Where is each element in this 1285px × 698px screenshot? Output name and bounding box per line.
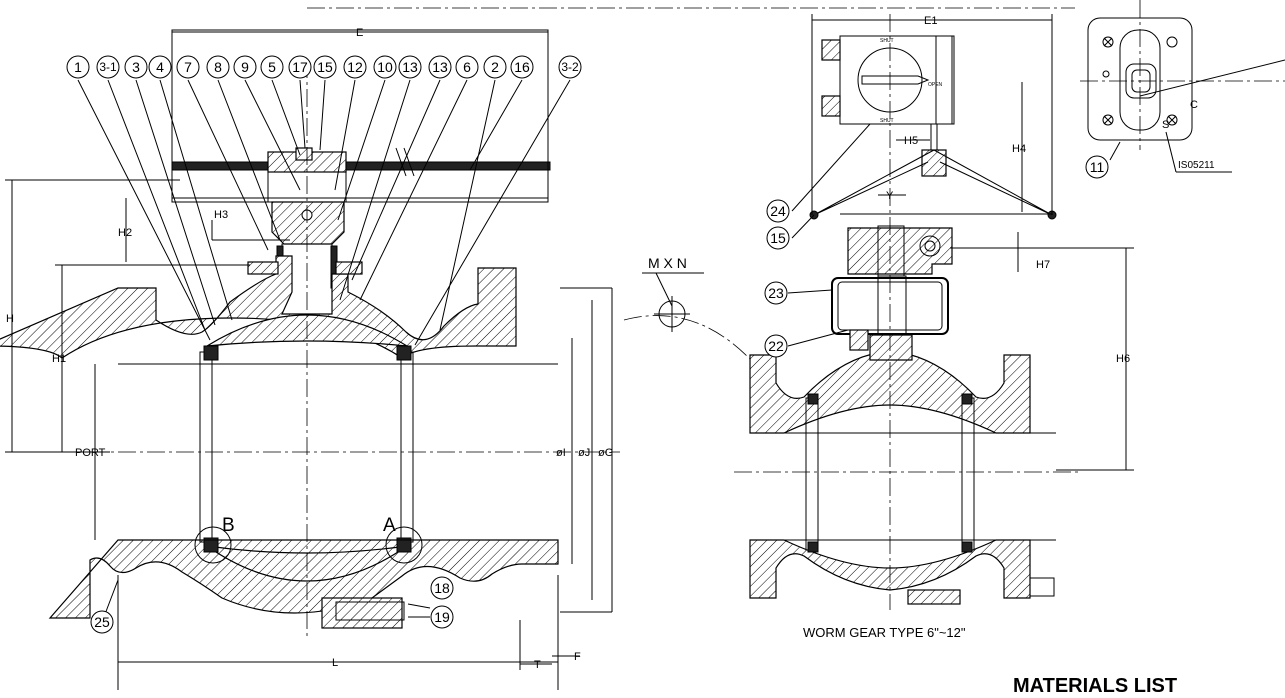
dim-E: E bbox=[356, 27, 363, 39]
iso-label: IS05211 bbox=[1178, 160, 1215, 171]
dim-H4: H4 bbox=[1012, 143, 1026, 155]
dim-port: PORT bbox=[75, 447, 106, 459]
callout-2: 2 bbox=[491, 59, 499, 75]
dim-H5: H5 bbox=[904, 135, 918, 147]
callout-1: 1 bbox=[74, 59, 82, 75]
dim-F: F bbox=[574, 651, 581, 663]
callout-23: 23 bbox=[768, 285, 784, 301]
callout-24: 24 bbox=[770, 203, 786, 219]
callout-25: 25 bbox=[94, 614, 110, 630]
indicator-shut-bottom: SHUT bbox=[880, 118, 894, 124]
callout-15: 15 bbox=[317, 59, 333, 75]
callout-9: 9 bbox=[241, 59, 249, 75]
callout-16: 16 bbox=[514, 59, 530, 75]
dim-Y: Y bbox=[886, 190, 894, 202]
callouts-left-bottom: 18 19 25 bbox=[90, 576, 454, 634]
mxn-indicator: M X N bbox=[623, 255, 761, 371]
callout-19: 19 bbox=[434, 609, 450, 625]
dim-T: T bbox=[534, 659, 541, 671]
iso-flange-detail: S C IS05211 bbox=[1080, 0, 1285, 173]
detail-a-label: A bbox=[383, 515, 396, 536]
callouts-top: 1 3-1 3 4 7 8 9 5 17 15 12 10 13 13 6 2 … bbox=[66, 55, 582, 79]
dim-S: S bbox=[1162, 119, 1169, 131]
callout-22: 22 bbox=[768, 338, 784, 354]
dim-H7: H7 bbox=[1036, 259, 1050, 271]
callouts-right: 24 15 23 22 11 bbox=[764, 155, 1109, 358]
mxn-label: M X N bbox=[648, 255, 687, 271]
worm-gear-caption: WORM GEAR TYPE 6"~12" bbox=[803, 625, 966, 640]
left-dimensions bbox=[5, 31, 613, 690]
indicator-open: OPEN bbox=[928, 82, 943, 88]
callout-4: 4 bbox=[156, 59, 164, 75]
dim-E1: E1 bbox=[924, 15, 937, 27]
callout-8: 8 bbox=[214, 59, 222, 75]
callout-3-2: 3-2 bbox=[561, 60, 579, 74]
dim-H6: H6 bbox=[1116, 353, 1130, 365]
indicator-shut-top: SHUT bbox=[880, 38, 894, 44]
handle-outline bbox=[171, 29, 549, 203]
dim-J: øJ bbox=[578, 447, 590, 459]
left-dimension-labels: E H H1 H2 H3 PORT øI øJ øG L T F B A bbox=[6, 27, 613, 671]
right-dimensions bbox=[307, 7, 1134, 471]
callout-15-right: 15 bbox=[770, 230, 786, 246]
callout-3: 3 bbox=[132, 59, 140, 75]
dim-H2: H2 bbox=[118, 227, 132, 239]
dim-L: L bbox=[332, 657, 338, 669]
callout-10: 10 bbox=[377, 59, 393, 75]
detail-b-label: B bbox=[222, 515, 235, 536]
callout-13a: 13 bbox=[402, 59, 418, 75]
right-dimension-labels: E1 H4 H5 H6 H7 Y WORM GEAR TYPE 6"~12" bbox=[803, 15, 1130, 640]
callout-18: 18 bbox=[434, 580, 450, 596]
callout-17: 17 bbox=[292, 59, 308, 75]
materials-list-title: MATERIALS LIST bbox=[1013, 675, 1177, 697]
worm-gear-view: SHUT SHUT OPEN bbox=[734, 14, 1080, 610]
dim-H1: H1 bbox=[52, 353, 66, 365]
callout-3-1: 3-1 bbox=[99, 60, 117, 74]
callout-7: 7 bbox=[184, 59, 192, 75]
left-section-view bbox=[0, 29, 620, 640]
dim-C: C bbox=[1190, 99, 1198, 111]
dim-G: øG bbox=[598, 447, 613, 459]
dim-H: H bbox=[6, 313, 14, 325]
callout-11: 11 bbox=[1090, 159, 1105, 175]
callout-5: 5 bbox=[268, 59, 276, 75]
callout-13b: 13 bbox=[432, 59, 448, 75]
dim-H3: H3 bbox=[214, 209, 228, 221]
callout-12: 12 bbox=[347, 59, 363, 75]
callout-6: 6 bbox=[463, 59, 471, 75]
dim-I: øI bbox=[556, 447, 566, 459]
